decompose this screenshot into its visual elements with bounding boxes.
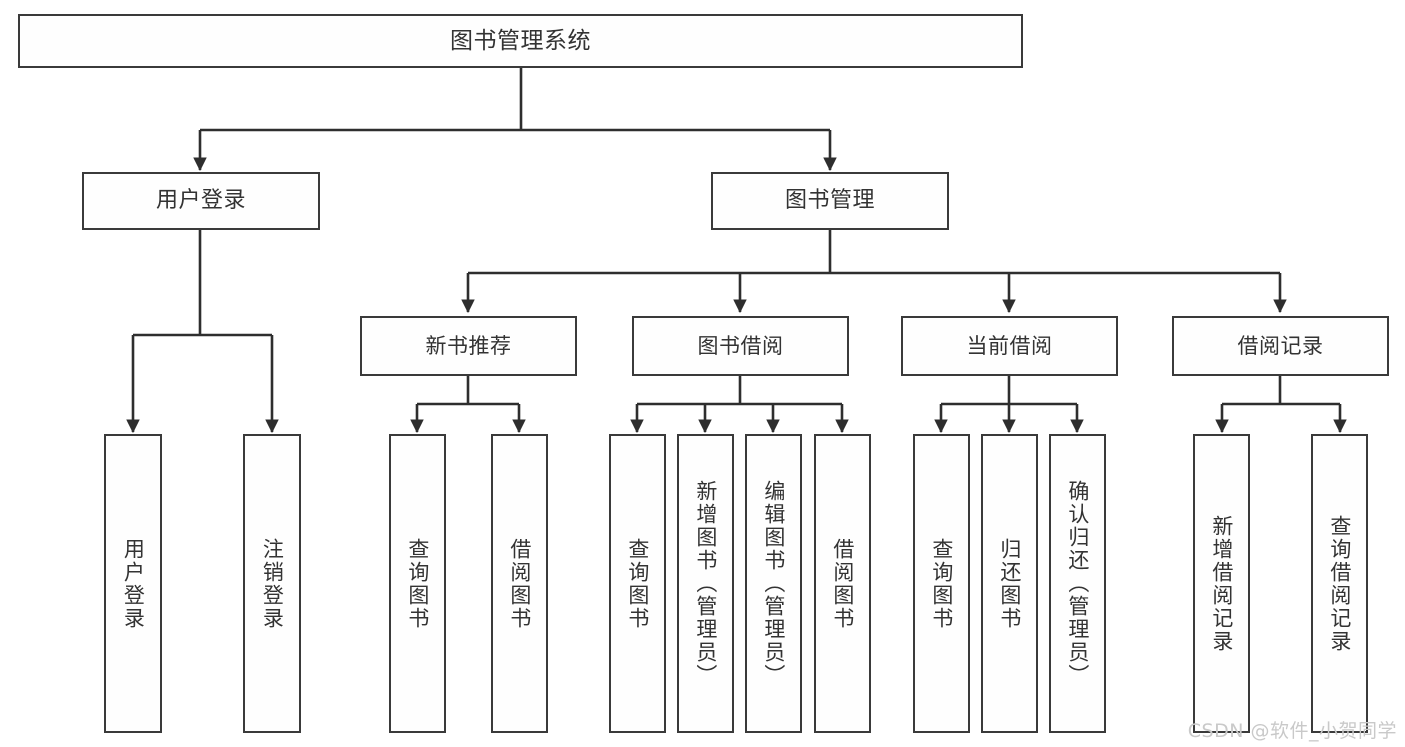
- node-label: 用户登录: [121, 537, 146, 630]
- node-label: 图书管理系统: [450, 27, 591, 54]
- node-user-login[interactable]: 用户登录: [82, 172, 320, 230]
- node-book-management[interactable]: 图书管理: [711, 172, 949, 230]
- node-label: 查询图书: [405, 537, 430, 630]
- leaf-query-borrow-record[interactable]: 查询借阅记录: [1311, 434, 1368, 733]
- node-book-borrow[interactable]: 图书借阅: [632, 316, 849, 376]
- node-label: 借阅记录: [1237, 333, 1324, 358]
- node-label: 归还图书: [997, 537, 1022, 630]
- node-new-book-recommendation[interactable]: 新书推荐: [360, 316, 577, 376]
- node-label: 新增借阅记录: [1209, 514, 1234, 653]
- leaf-user-login[interactable]: 用户登录: [104, 434, 162, 733]
- node-label: 编辑图书（管理员）: [761, 480, 786, 687]
- leaf-query-book-current[interactable]: 查询图书: [913, 434, 970, 733]
- node-current-borrow[interactable]: 当前借阅: [901, 316, 1118, 376]
- node-label: 图书借阅: [697, 333, 784, 358]
- node-label: 确认归还（管理员）: [1065, 480, 1090, 687]
- leaf-add-borrow-record[interactable]: 新增借阅记录: [1193, 434, 1250, 733]
- leaf-query-book-borrow[interactable]: 查询图书: [609, 434, 666, 733]
- node-label: 借阅图书: [830, 537, 855, 630]
- node-label: 当前借阅: [966, 333, 1053, 358]
- node-label: 新书推荐: [425, 333, 512, 358]
- leaf-borrow-book-new-rec[interactable]: 借阅图书: [491, 434, 548, 733]
- node-label: 图书管理: [784, 188, 875, 214]
- node-label: 查询借阅记录: [1327, 514, 1352, 653]
- node-borrow-record[interactable]: 借阅记录: [1172, 316, 1389, 376]
- node-label: 新增图书（管理员）: [693, 480, 718, 687]
- leaf-borrow-book[interactable]: 借阅图书: [814, 434, 871, 733]
- node-book-management-system[interactable]: 图书管理系统: [18, 14, 1023, 68]
- leaf-query-book-new-rec[interactable]: 查询图书: [389, 434, 446, 733]
- leaf-logout-login[interactable]: 注销登录: [243, 434, 301, 733]
- node-label: 查询图书: [929, 537, 954, 630]
- node-label: 用户登录: [155, 188, 246, 214]
- leaf-confirm-return-admin[interactable]: 确认归还（管理员）: [1049, 434, 1106, 733]
- node-label: 查询图书: [625, 537, 650, 630]
- node-label: 注销登录: [260, 537, 285, 630]
- leaf-edit-book-admin[interactable]: 编辑图书（管理员）: [745, 434, 802, 733]
- csdn-watermark: CSDN @软件_小贺同学: [1187, 720, 1397, 742]
- node-label: 借阅图书: [507, 537, 532, 630]
- leaf-return-book[interactable]: 归还图书: [981, 434, 1038, 733]
- leaf-add-book-admin[interactable]: 新增图书（管理员）: [677, 434, 734, 733]
